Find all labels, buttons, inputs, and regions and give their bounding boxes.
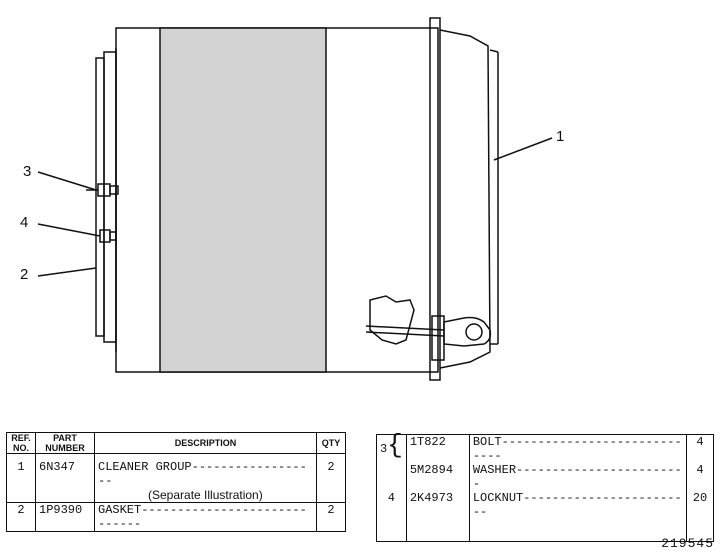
table-row: 1 6N347 CLEANER GROUP------------------ … [6,453,346,503]
callout-3: 3 [23,163,32,180]
row-ref: 3{ [376,432,407,491]
row-desc: WASHER------------------------ [468,463,688,491]
row-desc: LOCKNUT------------------------ [468,491,688,542]
table-row: 5M2894 WASHER------------------------ 4 [377,463,714,491]
row-part: 1T822 [405,434,470,463]
row-qty: 2 [316,453,346,503]
row-qty: 2 [316,502,346,532]
header-ref: REF. NO. [6,432,36,454]
row-ref: 4 [376,491,407,542]
table-row: 2 1P9390 GASKET-------------------------… [6,502,346,532]
row-part: 5M2894 [405,463,470,491]
brace-glyph: { [387,430,403,460]
table-row: 4 2K4973 LOCKNUT------------------------… [376,491,714,542]
air-cleaner-drawing [37,17,553,381]
callout-2: 2 [20,266,29,283]
row-ref: 1 [6,453,36,503]
row-qty: 20 [686,491,714,542]
callout-1: 1 [556,128,565,145]
parts-table-left: REF. NO. PART NUMBER DESCRIPTION QTY 1 6… [6,432,346,532]
header-part: PART NUMBER [35,432,95,454]
parts-table-right: 3{ 1T822 BOLT---------------------------… [376,432,714,542]
row-part: 2K4973 [405,491,470,542]
header-qty: QTY [316,432,346,454]
row-ref-text: 3 [380,442,388,456]
row-ref: 2 [6,502,36,532]
row-part: 1P9390 [35,502,95,532]
row-desc-main: CLEANER GROUP------------------ [98,460,307,488]
illustration-number: 219545 [661,536,714,551]
table-header-row: REF. NO. PART NUMBER DESCRIPTION QTY [6,432,346,454]
row-part: 6N347 [35,453,95,503]
table-row: 3{ 1T822 BOLT---------------------------… [376,432,714,491]
row-qty: 4 [686,463,714,491]
callout-4: 4 [20,214,29,231]
row-desc: GASKET----------------------------- [94,502,317,532]
row-desc-sub: (Separate Illustration) [148,488,263,502]
row-desc: CLEANER GROUP------------------ (Separat… [94,453,317,503]
row-qty: 4 [686,434,714,463]
header-desc: DESCRIPTION [94,432,317,454]
row-desc: BOLT----------------------------- [468,434,688,463]
